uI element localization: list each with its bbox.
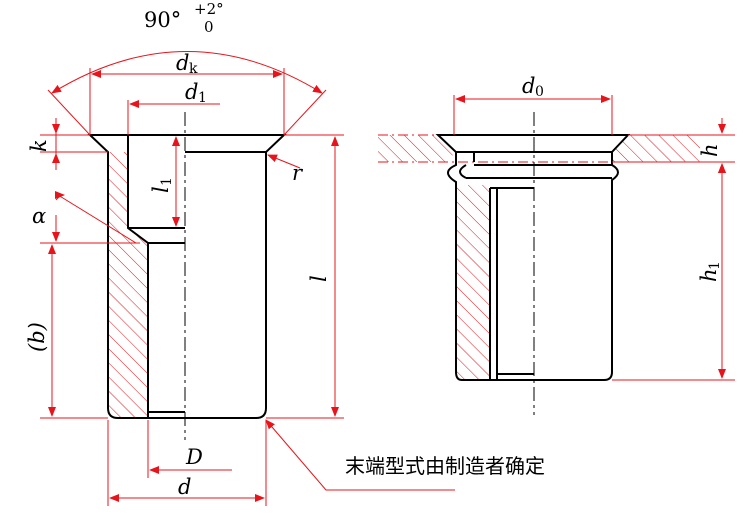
left-extension-lines bbox=[40, 68, 344, 506]
left-outline bbox=[87, 134, 287, 419]
h-label: h bbox=[698, 143, 722, 157]
h1-label: h bbox=[697, 268, 721, 282]
d0-label: d bbox=[522, 74, 535, 98]
dk-sub: k bbox=[189, 61, 198, 77]
left-wall-hatch bbox=[108, 152, 148, 418]
left-dimension-lines bbox=[48, 51, 455, 502]
l1-label: l bbox=[149, 186, 173, 193]
right-view: d 0 h h 1 bbox=[378, 74, 735, 415]
D-label: D bbox=[185, 445, 203, 469]
right-inner bbox=[456, 151, 612, 380]
end-form-note: 末端型式由制造者确定 bbox=[345, 454, 545, 478]
l-label: l bbox=[307, 275, 331, 282]
dk-label: d bbox=[176, 51, 189, 75]
angle-label: 90° bbox=[144, 8, 181, 32]
r-label: r bbox=[292, 161, 304, 185]
angle-tol-lower: 0 bbox=[204, 18, 214, 36]
b-label: (b) bbox=[25, 322, 49, 352]
alpha-label: α bbox=[32, 204, 46, 228]
right-plate-right bbox=[612, 135, 700, 162]
d-label: d bbox=[178, 475, 191, 499]
d0-sub: 0 bbox=[535, 84, 544, 100]
left-bore bbox=[127, 135, 266, 418]
right-dimension-lines bbox=[453, 95, 735, 381]
right-plate-left bbox=[378, 135, 456, 162]
d1-label: d bbox=[185, 80, 198, 104]
d1-sub: 1 bbox=[198, 90, 207, 106]
left-view: 90° +2° 0 d k d 1 k l 1 α (b) l r D d 末端… bbox=[25, 0, 545, 506]
h1-sub: 1 bbox=[707, 261, 723, 270]
right-outline bbox=[435, 134, 631, 381]
angle-tol-upper: +2° bbox=[194, 0, 224, 18]
l1-sub: 1 bbox=[159, 177, 175, 186]
k-label: k bbox=[27, 139, 51, 152]
right-wall-hatch bbox=[456, 185, 490, 380]
